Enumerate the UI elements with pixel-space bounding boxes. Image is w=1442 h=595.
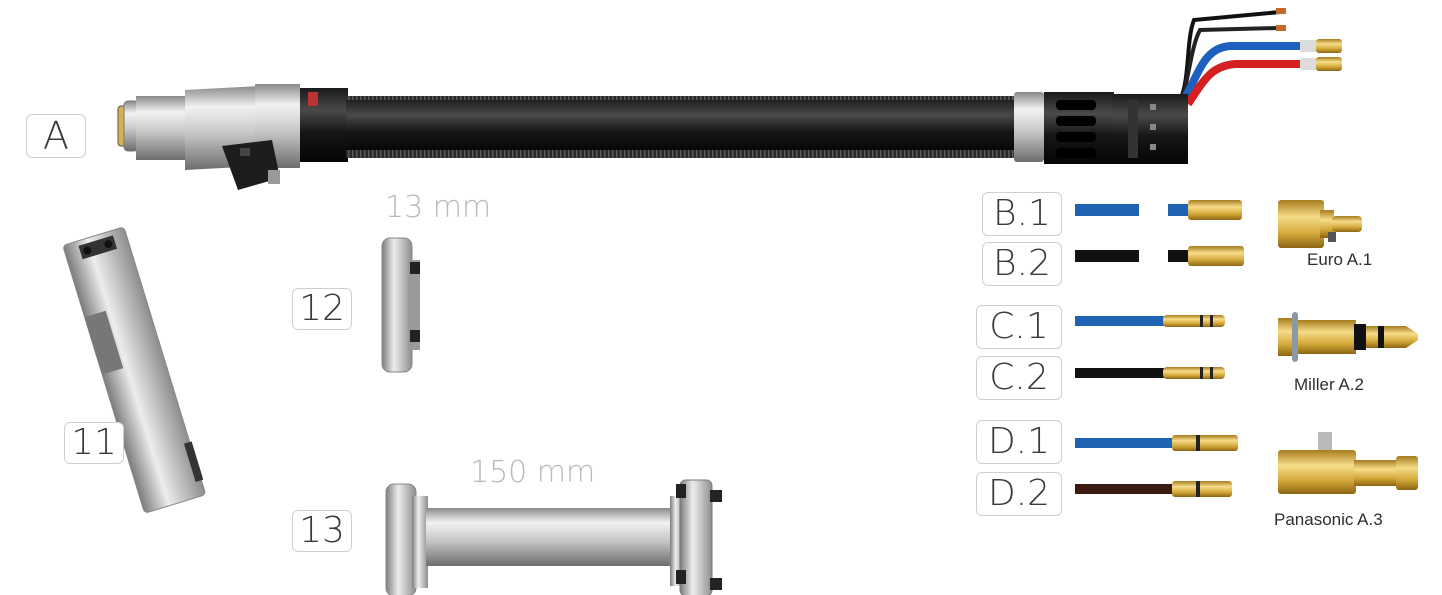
part-11-plate bbox=[63, 227, 206, 513]
label-11: 11 bbox=[64, 422, 124, 464]
dimension-13: 150 mm bbox=[470, 455, 596, 490]
dimension-12: 13 mm bbox=[385, 190, 492, 225]
cable-b1 bbox=[1075, 200, 1242, 220]
label-b2: B.2 bbox=[982, 242, 1062, 286]
caption-euro: Euro A.1 bbox=[1307, 250, 1373, 269]
label-13: 13 bbox=[292, 510, 352, 552]
label-b1: B.1 bbox=[982, 192, 1062, 236]
miller-connector bbox=[1278, 312, 1418, 362]
part-13-shaft bbox=[385, 479, 722, 595]
cable-d1 bbox=[1075, 435, 1238, 451]
label-12: 12 bbox=[292, 288, 352, 330]
label-c1: C.1 bbox=[976, 305, 1062, 349]
euro-connector bbox=[1278, 200, 1362, 248]
label-d2: D.2 bbox=[976, 472, 1062, 516]
panasonic-connector bbox=[1278, 432, 1418, 494]
caption-miller: Miller A.2 bbox=[1294, 375, 1364, 394]
torch-assembly bbox=[117, 8, 1342, 190]
cable-c1 bbox=[1075, 315, 1225, 327]
label-d1: D.1 bbox=[976, 420, 1062, 464]
caption-panasonic: Panasonic A.3 bbox=[1274, 510, 1383, 529]
cable-b2 bbox=[1075, 246, 1244, 266]
cable-c2 bbox=[1075, 367, 1225, 379]
part-12-flange bbox=[381, 237, 420, 373]
label-c2: C.2 bbox=[976, 356, 1062, 400]
label-a: A bbox=[26, 114, 86, 158]
cable-d2 bbox=[1075, 481, 1232, 497]
